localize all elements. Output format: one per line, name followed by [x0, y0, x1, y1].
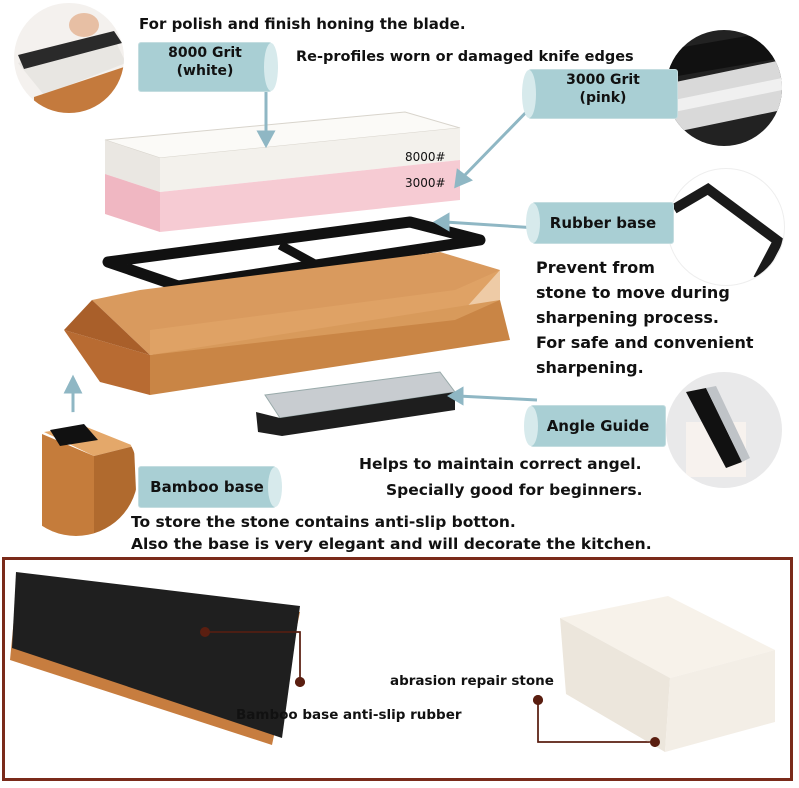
bamboo-desc-line: To store the stone contains anti-slip bo…	[131, 513, 516, 531]
rubber-desc-line: sharpening.	[536, 358, 644, 377]
inset-8000-photo	[14, 3, 124, 113]
rubber-desc-line: For safe and convenient	[536, 333, 754, 352]
whetstone	[104, 111, 461, 232]
rubber-desc-line: stone to move during	[536, 283, 730, 302]
polish-description: For polish and finish honing the blade.	[139, 15, 466, 33]
angle-desc-line: Helps to maintain correct angel.	[359, 455, 642, 473]
angle-guide	[256, 371, 456, 436]
angle-guide-tag: Angle Guide	[524, 405, 666, 447]
inset-rubber-photo	[667, 168, 785, 286]
rubber-frame	[102, 216, 486, 292]
repair-stone-label: abrasion repair stone	[390, 673, 554, 689]
rubber-desc-line: Prevent from	[536, 258, 655, 277]
bottom-detail-panel	[2, 557, 793, 781]
bamboo-base	[64, 252, 510, 395]
anti-slip-rubber-label: Bamboo base anti-slip rubber	[236, 707, 462, 723]
rubber-base-tag: Rubber base	[526, 202, 674, 244]
stone-label-8000: 8000#	[405, 150, 446, 164]
reprofile-description: Re-profiles worn or damaged knife edges	[296, 49, 634, 65]
inset-3000-photo	[666, 30, 782, 146]
bamboo-base-tag: Bamboo base	[138, 466, 282, 508]
inset-angle-guide-photo	[666, 372, 782, 488]
rubber-desc-line: sharpening process.	[536, 308, 719, 327]
grit-3000-tag: 3000 Grit (pink)	[522, 69, 678, 119]
grit-8000-tag: 8000 Grit (white)	[138, 42, 278, 92]
inset-bamboo-photo	[14, 412, 138, 536]
stone-label-3000: 3000#	[405, 176, 446, 190]
angle-desc-line: Specially good for beginners.	[386, 481, 643, 499]
bamboo-desc-line: Also the base is very elegant and will d…	[131, 535, 652, 553]
